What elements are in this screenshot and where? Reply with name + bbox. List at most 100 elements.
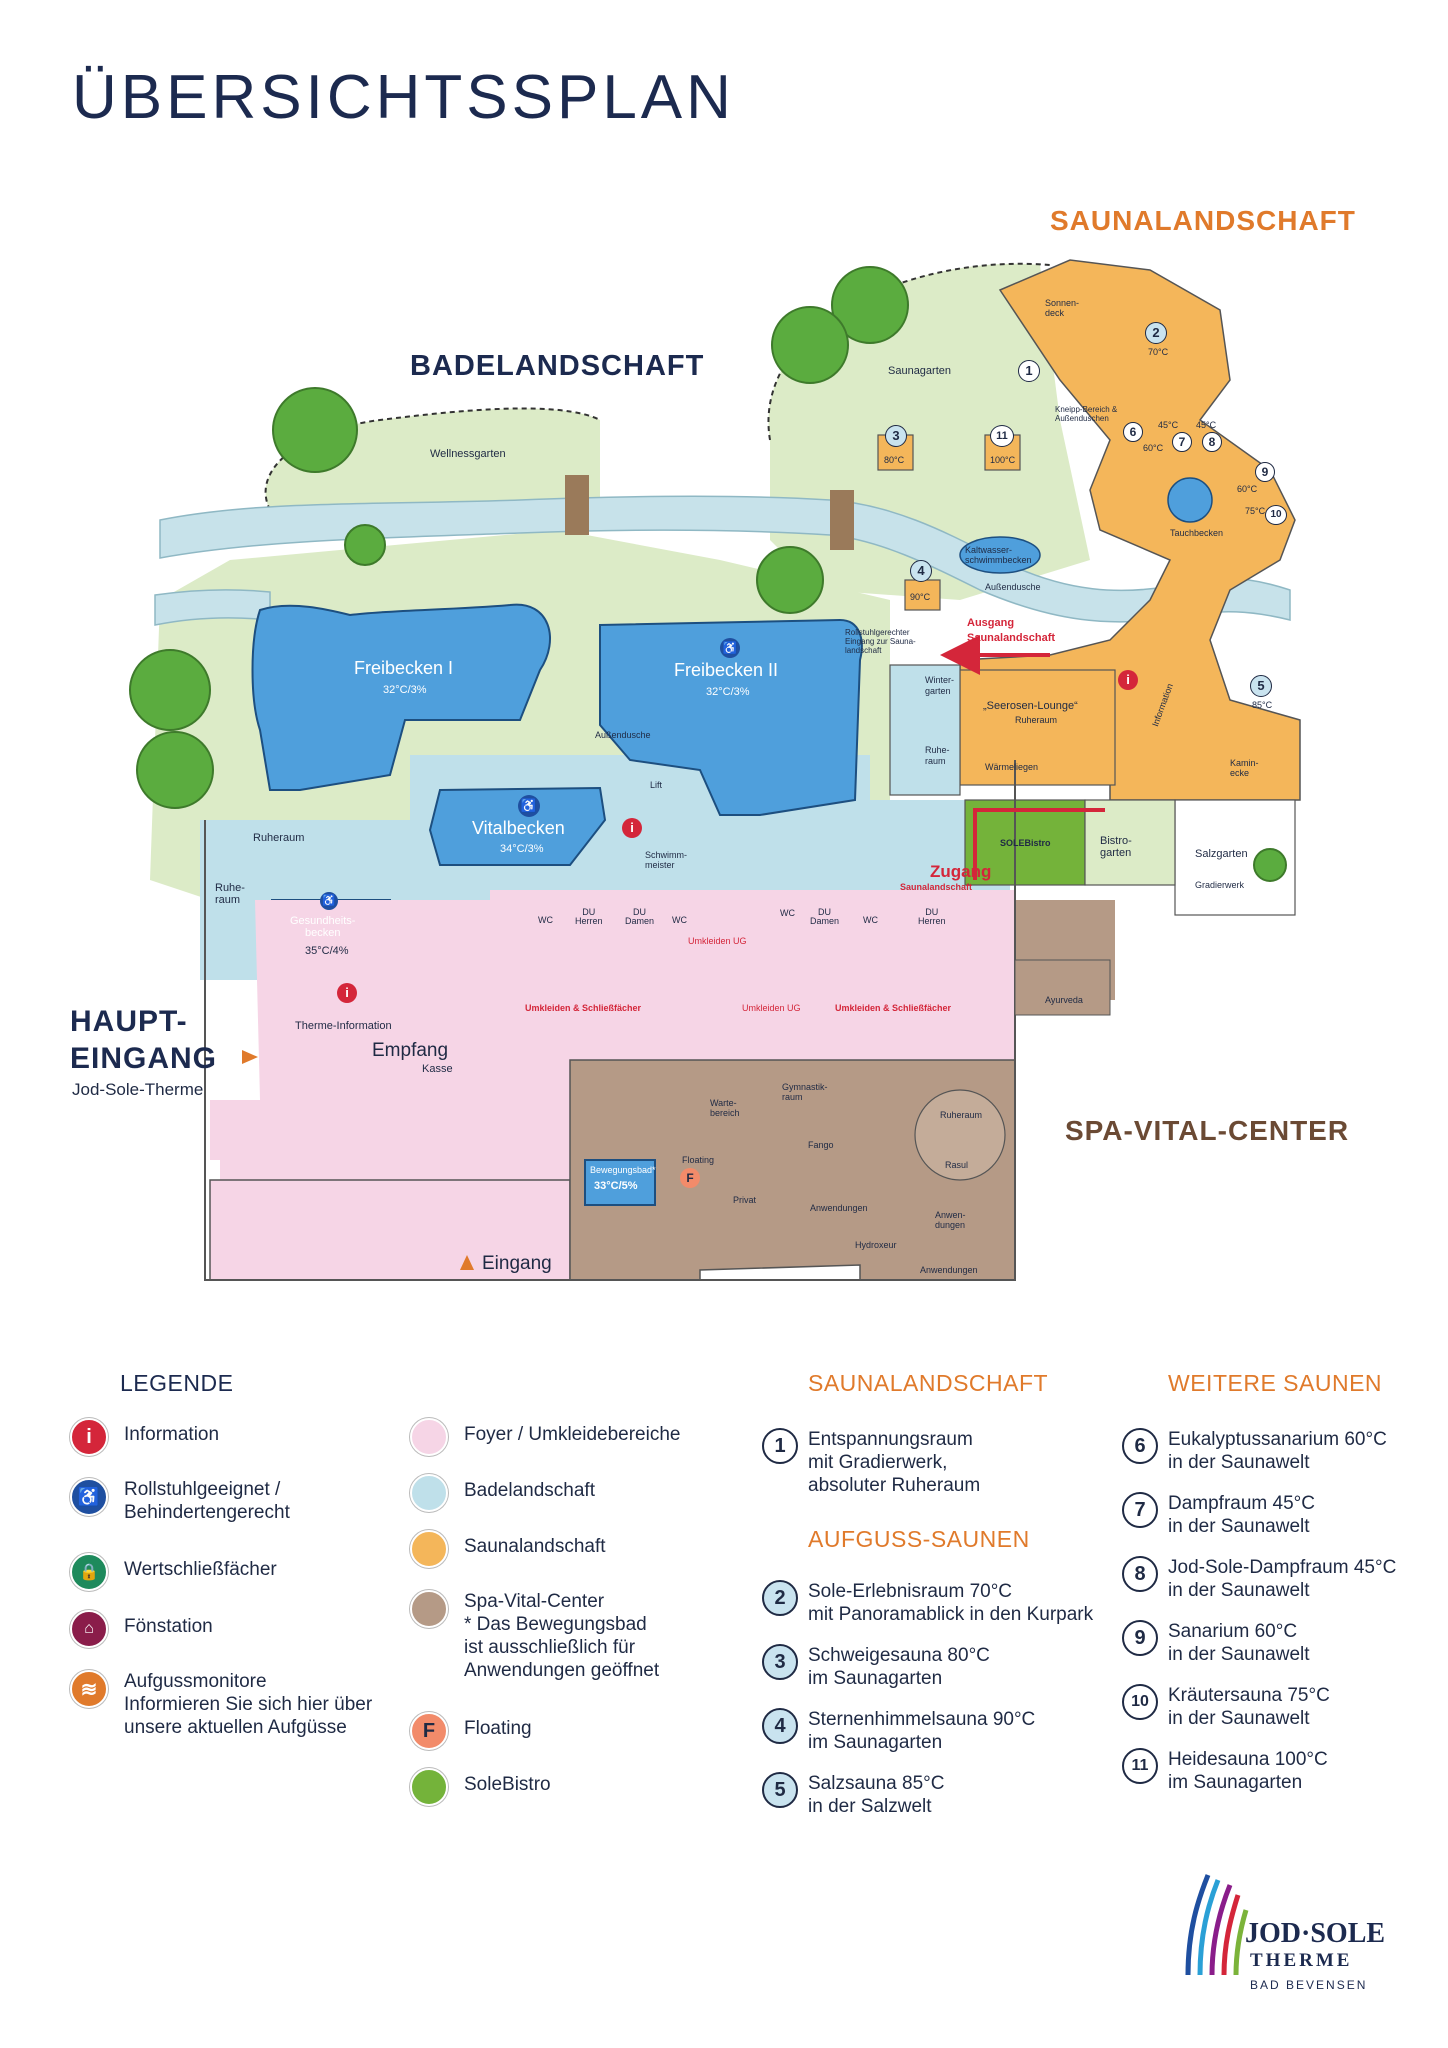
aufguss-item-2: 2 Sole-Erlebnisraum 70°C mit Panoramabli… (762, 1580, 1093, 1626)
legend-area-bade-text: Badelandschaft (464, 1480, 595, 1501)
ausgang-sub: Saunalandschaft (967, 632, 1056, 644)
bistro-swatch (410, 1768, 448, 1806)
legend-lock: 🔒 Wertschließfächer (70, 1553, 277, 1591)
map-sauna-8-temp: 45°C (1196, 420, 1217, 430)
number-3-icon: 3 (762, 1644, 798, 1680)
map-sauna-7-temp: 45°C (1158, 420, 1179, 430)
kaltwasser-becken (959, 536, 1041, 574)
eingang-label: Eingang (482, 1253, 552, 1274)
weitere-item-7: 7 Dampfraum 45°C in der Saunawelt (1122, 1492, 1315, 1538)
haupteingang-arrow (242, 1050, 258, 1064)
du-herren-label-2: DU Herren (918, 907, 946, 926)
map-info-icon-2: i (622, 818, 642, 838)
waermeliegen-label: Wärmeliegen (985, 762, 1039, 772)
aufguss-item-4: 4 Sternenhimmelsauna 90°C im Saunagarten (762, 1708, 1035, 1754)
logo-line3: BAD BEVENSEN (1250, 1978, 1368, 1992)
map-sauna-6-temp: 60°C (1143, 443, 1164, 453)
freibecken2-pool (599, 618, 863, 816)
legend-steam-text: Aufgussmonitore Informieren Sie sich hie… (124, 1671, 373, 1738)
therme-info-label: Therme-Information (295, 1020, 392, 1032)
zugang-label: Zugang (930, 862, 992, 881)
logo-line2: THERME (1250, 1950, 1353, 1971)
fango-label: Fango (808, 1140, 834, 1150)
map-wheelchair-icon-1: ♿ (518, 795, 540, 817)
haupteingang-sub: Jod-Sole-Therme (72, 1080, 204, 1099)
tauchbecken-label: Tauchbecken (1170, 528, 1224, 538)
sauna-garden-dashed (767, 262, 1051, 441)
kaltwasser-label: Kaltwasser- schwimmbecken (965, 545, 1032, 565)
logo-line1: JOD·SOLE (1245, 1918, 1386, 1949)
legend-steam: ≋ Aufgussmonitore Informieren Sie sich h… (70, 1670, 372, 1739)
floating-label: Floating (682, 1155, 715, 1165)
seerosen-lounge (959, 669, 1116, 786)
aufguss-item-5: 5 Salzsauna 85°C in der Salzwelt (762, 1772, 944, 1818)
legend-info: i Information (70, 1418, 219, 1456)
vitalbecken-temp: 34°C/3% (500, 843, 544, 855)
wellnessgarten-label: Wellnessgarten (430, 448, 506, 460)
number-7-icon: 7 (1122, 1492, 1158, 1528)
weitere-item-10-text: Kräutersauna 75°C in der Saunawelt (1168, 1685, 1330, 1729)
ruheraum-left-label: Ruhe- raum (215, 882, 245, 906)
weitere-item-9-text: Sanarium 60°C in der Saunawelt (1168, 1621, 1310, 1665)
legend-hairdryer: ⌂ Fönstation (70, 1610, 213, 1648)
sauna-section-title: SAUNALANDSCHAFT (808, 1370, 1049, 1396)
river (159, 495, 1291, 623)
eingang-arrow (460, 1255, 474, 1270)
region-badelandschaft: BADELANDSCHAFT (410, 350, 705, 382)
legend-area-foyer: Foyer / Umkleidebereiche (410, 1418, 680, 1456)
legend-wheelchair: ♿ Rollstuhlgeeignet / Behindertengerecht (70, 1478, 290, 1524)
bridge-mid (830, 490, 854, 550)
rollstuhl-text: Rollstuhlgerechter Eingang zur Sauna- la… (845, 628, 916, 655)
info-icon: i (70, 1418, 108, 1456)
legend-area-bistro-text: SoleBistro (464, 1774, 551, 1795)
freibecken1-pool (251, 603, 551, 791)
anwendungen3-label: Anwendungen (920, 1265, 978, 1275)
seerosen-sub: Ruheraum (1015, 715, 1058, 725)
sauna-item-1-text: Entspannungsraum mit Gradierwerk, absolu… (808, 1429, 981, 1496)
main-building-outline (204, 760, 1016, 1281)
freibecken2-temp: 32°C/3% (706, 686, 750, 698)
bewegungsbad-pool (584, 1159, 656, 1206)
vitalbecken-pool (428, 786, 607, 866)
ayurveda-strip (1014, 959, 1111, 1016)
legend-area-sauna: Saunalandschaft (410, 1530, 606, 1568)
map-sauna-4-temp: 90°C (910, 592, 931, 602)
bade-swatch (410, 1474, 448, 1512)
legend-area-bade: Badelandschaft (410, 1474, 595, 1512)
legend-info-text: Information (124, 1424, 220, 1445)
ruheraum-spa-label: Ruheraum (940, 1110, 983, 1120)
gesundheitsbecken-label: Gesundheits- becken (290, 915, 356, 939)
logo-waves-icon (1185, 1874, 1249, 1976)
aufguss-item-5-text: Salzsauna 85°C in der Salzwelt (808, 1773, 945, 1817)
map-sauna-3: 3 (885, 425, 907, 447)
aussendusche-label: Außendusche (595, 730, 651, 740)
sonnendeck-label: Sonnen- deck (1045, 298, 1080, 318)
aussendusche2-label: Außendusche (985, 582, 1041, 592)
map-wheelchair-icon-3: ♿ (320, 892, 338, 910)
map-wheelchair-icon-2: ♿ (720, 638, 740, 658)
number-8-icon: 8 (1122, 1556, 1158, 1592)
weitere-item-8-text: Jod-Sole-Dampfraum 45°C in der Saunawelt (1168, 1557, 1397, 1601)
weitere-item-10: 10 Kräutersauna 75°C in der Saunawelt (1122, 1684, 1330, 1730)
kamin-label: Kamin- ecke (1230, 758, 1259, 778)
legend-area-sauna-text: Saunalandschaft (464, 1536, 606, 1557)
map-info-icon-3: i (1118, 670, 1138, 690)
weitere-title: WEITERE SAUNEN (1168, 1370, 1383, 1396)
number-2-icon: 2 (762, 1580, 798, 1616)
foyer-lower (209, 1179, 571, 1281)
wc-label-1: WC (538, 915, 553, 925)
map-sauna-8: 8 (1202, 432, 1222, 452)
map-sauna-7: 7 (1172, 432, 1192, 452)
wellnessgarten-dashed (264, 407, 601, 511)
map-sauna-2-temp: 70°C (1148, 347, 1169, 357)
map-sauna-4: 4 (910, 560, 932, 582)
salzgarten-label: Salzgarten (1195, 848, 1248, 860)
bistrogarten-label: Bistro- garten (1100, 835, 1132, 859)
map-sauna-9-temp: 60°C (1237, 484, 1258, 494)
aufguss-item-4-text: Sternenhimmelsauna 90°C im Saunagarten (808, 1709, 1036, 1753)
map-sauna-11-temp: 100°C (990, 455, 1016, 465)
wc-label-4: WC (863, 915, 878, 925)
bewegungsbad-label: Bewegungsbad* (590, 1165, 656, 1175)
empfang-label: Empfang (372, 1040, 449, 1061)
wheelchair-icon: ♿ (70, 1478, 108, 1516)
